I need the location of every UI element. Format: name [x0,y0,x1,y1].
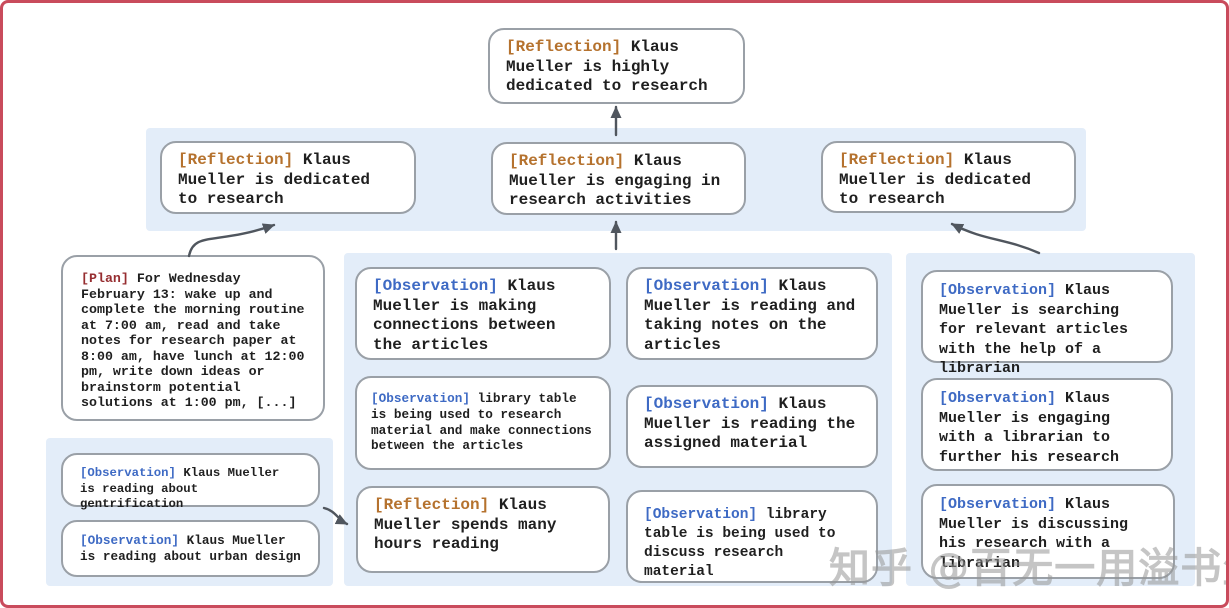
root-reflection-node: [Reflection] Klaus Mueller is highly ded… [488,28,745,104]
mid-col1-node-1: [Observation] Klaus Mueller is making co… [355,267,611,360]
observation-tag: [Observation] [371,391,470,406]
node-text: Klaus Mueller is making connections betw… [373,277,556,354]
reflection-tag: [Reflection] [506,38,622,56]
reflection-node-3: [Reflection] Klaus Mueller is dedicated … [821,141,1076,213]
node-text: Klaus Mueller is reading the assigned ma… [644,395,856,452]
mid-col2-node-2: [Observation] Klaus Mueller is reading t… [626,385,878,468]
node-text: Klaus Mueller is reading and taking note… [644,277,856,354]
zhihu-watermark: 知乎 @百无一用溢书生 [829,544,1229,592]
mid-col2-node-1: [Observation] Klaus Mueller is reading a… [626,267,878,360]
mid-col2-node-3: [Observation] library table is being use… [626,490,878,583]
observation-tag: [Observation] [644,507,758,523]
node-text: Klaus Mueller is discussing his research… [939,496,1129,572]
plan-tag: [Plan] [81,271,129,286]
observation-tag: [Observation] [644,395,769,413]
node-text: Klaus Mueller is reading about gentrific… [80,466,280,511]
mid-col1-node-2: [Observation] library table is being use… [355,376,611,470]
observation-tag: [Observation] [939,496,1057,513]
plan-node: [Plan] For Wednesday February 13: wake u… [61,255,325,421]
node-text: Klaus Mueller is engaging in research ac… [509,152,721,209]
node-text: Klaus Mueller is reading about urban des… [80,533,301,564]
node-text: For Wednesday February 13: wake up and c… [81,271,305,410]
node-text: Klaus Mueller is engaging with a librari… [939,390,1120,466]
reflection-tag: [Reflection] [374,496,490,514]
mid-col1-node-3: [Reflection] Klaus Mueller spends many h… [356,486,610,573]
node-text: library table is being used to research … [371,391,592,454]
observation-tag: [Observation] [644,277,769,295]
observation-tag: [Observation] [373,277,498,295]
reflection-tag: [Reflection] [839,151,955,169]
observation-tag: [Observation] [939,282,1057,299]
left-observation-node-1: [Observation] Klaus Mueller is reading a… [61,453,320,511]
node-text: library table is being used to discuss r… [644,507,836,580]
node-text: Klaus Mueller is searching for relevant … [939,282,1129,377]
observation-tag: [Observation] [80,533,179,548]
right-col-node-2: [Observation] Klaus Mueller is engaging … [921,378,1173,471]
left-observation-node-2: [Observation] Klaus Mueller is reading a… [61,520,320,577]
reflection-node-2: [Reflection] Klaus Mueller is engaging i… [491,142,746,215]
right-col-node-1: [Observation] Klaus Mueller is searching… [921,270,1173,377]
node-text: Klaus Mueller is dedicated to research [178,151,371,208]
node-text: Klaus Mueller is dedicated to research [839,151,1032,208]
reflection-tag: [Reflection] [509,152,625,170]
reflection-node-1: [Reflection] Klaus Mueller is dedicated … [160,141,416,214]
observation-tag: [Observation] [939,390,1057,407]
right-col-node-3: [Observation] Klaus Mueller is discussin… [921,484,1175,579]
node-text: Klaus Mueller spends many hours reading [374,496,557,553]
reflection-tag: [Reflection] [178,151,294,169]
node-text: Klaus Mueller is highly dedicated to res… [506,38,708,95]
observation-tag: [Observation] [80,466,176,480]
